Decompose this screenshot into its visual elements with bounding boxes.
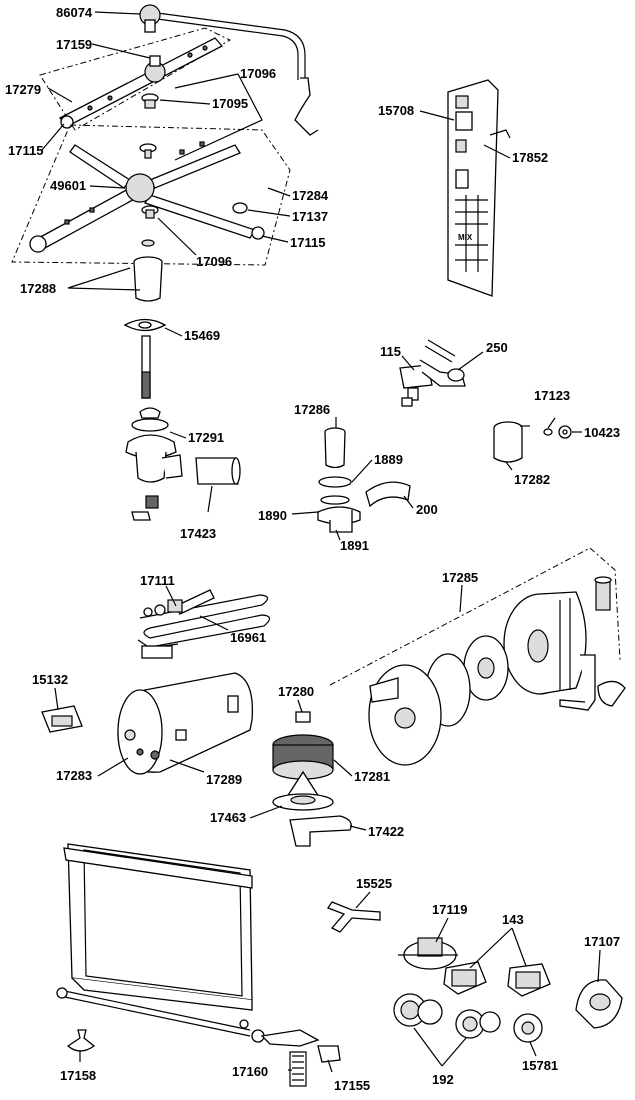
label-10423: 10423 bbox=[584, 425, 620, 440]
filter-assembly-17281 bbox=[272, 711, 352, 847]
label-17137: 17137 bbox=[292, 209, 328, 224]
lower-spray-arm-assembly bbox=[11, 124, 291, 266]
label-17284: 17284 bbox=[292, 188, 329, 203]
label-17158: 17158 bbox=[60, 1068, 96, 1083]
label-15469: 15469 bbox=[184, 328, 220, 343]
label-17422: 17422 bbox=[368, 824, 404, 839]
label-143: 143 bbox=[502, 912, 524, 927]
label-17280: 17280 bbox=[278, 684, 314, 699]
leader-lines bbox=[41, 11, 601, 1073]
label-15708: 15708 bbox=[378, 103, 414, 118]
part-17288-tube bbox=[133, 239, 163, 302]
label-17291: 17291 bbox=[188, 430, 224, 445]
label-17123: 17123 bbox=[534, 388, 570, 403]
label-15132: 15132 bbox=[32, 672, 68, 687]
label-17160: 17160 bbox=[232, 1064, 268, 1079]
label-17423: 17423 bbox=[180, 526, 216, 541]
label-17111: 17111 bbox=[140, 573, 175, 588]
drain-assembly-1891 bbox=[317, 427, 411, 533]
label-17286: 17286 bbox=[294, 402, 330, 417]
tank-17289 bbox=[117, 672, 254, 775]
label-17279: 17279 bbox=[5, 82, 41, 97]
label-17852: 17852 bbox=[512, 150, 548, 165]
label-17281: 17281 bbox=[354, 769, 390, 784]
switch-15132 bbox=[41, 705, 83, 733]
label-17463: 17463 bbox=[210, 810, 246, 825]
label-17095: 17095 bbox=[212, 96, 248, 111]
label-17096-upper: 17096 bbox=[240, 66, 276, 81]
label-17289: 17289 bbox=[206, 772, 242, 787]
label-1891: 1891 bbox=[340, 538, 369, 553]
door-assembly bbox=[56, 843, 341, 1087]
label-49601: 49601 bbox=[50, 178, 86, 193]
control-panel-15708: MIX bbox=[447, 79, 511, 297]
label-15525: 15525 bbox=[356, 876, 392, 891]
label-17107: 17107 bbox=[584, 934, 620, 949]
label-17115-lower: 17115 bbox=[290, 235, 325, 250]
connector-15525 bbox=[327, 901, 381, 933]
part-number-labels: 86074 17159 17279 17096 17095 17115 4960… bbox=[5, 5, 620, 1093]
label-17285: 17285 bbox=[442, 570, 478, 585]
label-16961: 16961 bbox=[230, 630, 266, 645]
controls-cluster bbox=[393, 937, 623, 1043]
label-17115-upper: 17115 bbox=[8, 143, 43, 158]
label-192: 192 bbox=[432, 1072, 454, 1087]
label-115: 115 bbox=[380, 344, 401, 359]
label-15781: 15781 bbox=[522, 1058, 558, 1073]
upper-spray-arm-assembly bbox=[39, 4, 319, 159]
label-17283: 17283 bbox=[56, 768, 92, 783]
label-17119: 17119 bbox=[432, 902, 467, 917]
label-1889: 1889 bbox=[374, 452, 403, 467]
panel-mix-text: MIX bbox=[458, 233, 473, 242]
label-17282: 17282 bbox=[514, 472, 550, 487]
label-17155: 17155 bbox=[334, 1078, 370, 1093]
inlet-valve-115 bbox=[399, 339, 466, 407]
label-1890: 1890 bbox=[258, 508, 287, 523]
pump-assembly-17291 bbox=[123, 318, 241, 521]
label-200: 200 bbox=[416, 502, 438, 517]
detergent-dispenser-17282 bbox=[493, 421, 572, 463]
label-17288: 17288 bbox=[20, 281, 56, 296]
label-86074: 86074 bbox=[56, 5, 93, 20]
motor-pump-assembly-17285 bbox=[329, 547, 626, 766]
heating-element-16961 bbox=[137, 589, 271, 659]
label-17159: 17159 bbox=[56, 37, 92, 52]
label-17096-lower: 17096 bbox=[196, 254, 232, 269]
label-250: 250 bbox=[486, 340, 508, 355]
